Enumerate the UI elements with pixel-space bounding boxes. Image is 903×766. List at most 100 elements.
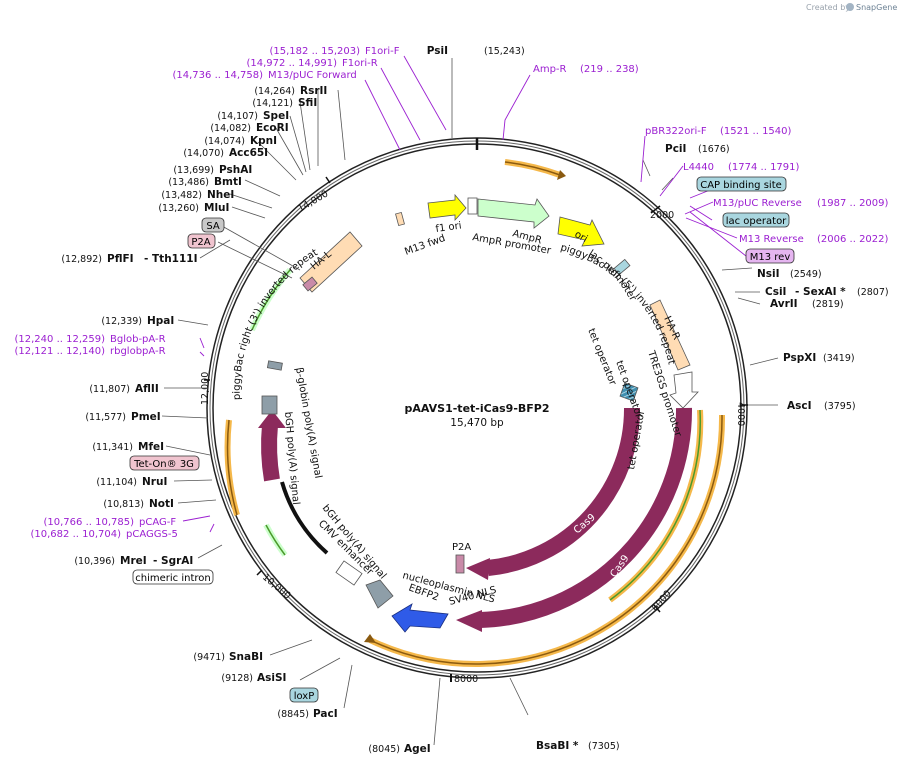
backbone: [206, 137, 748, 679]
p2a-mark: [455, 554, 465, 574]
primer-bglob-pa-r: Bglob-pA-R: [110, 334, 166, 345]
primer-leaders: [182, 55, 747, 533]
enzyme-asci: AscI: [787, 400, 812, 412]
m13-fwd-label: M13 fwd: [403, 233, 447, 258]
enzyme-csii: CsiI: [765, 286, 786, 298]
enzyme-agei-coord: (8045): [368, 744, 400, 755]
enzyme-agei: AgeI: [404, 743, 431, 755]
tet-on-3g-label: Tet-On® 3G: [133, 459, 194, 470]
snapgene-watermark: Created by SnapGene: [806, 3, 897, 12]
tre3gs-arrow: [669, 371, 699, 409]
enzyme-sgrai: - SgrAI: [153, 555, 193, 567]
ha-r-arrow: [649, 299, 691, 371]
enzyme-sexai: - SexAI *: [795, 286, 846, 298]
enzyme-pspxi-coord: (3419): [823, 353, 855, 364]
enzyme-nhei-coord: (13,482): [161, 190, 202, 201]
primer-m13-puc-reverse-coord: (1987 .. 2009): [817, 198, 889, 209]
enzyme-pspxi: PspXI: [783, 352, 816, 364]
center-title: pAAVS1-tet-iCas9-BFP2 15,470 bp: [405, 402, 550, 429]
enzyme-hpai: HpaI: [147, 315, 174, 327]
enzyme-paci: PacI: [313, 708, 338, 720]
enzyme-nrui: NruI: [142, 476, 167, 488]
primer-pcaggs-5-coord: (10,682 .. 10,704): [31, 529, 122, 540]
primer-m13-reverse: M13 Reverse: [739, 234, 804, 245]
enzyme-pmei: PmeI: [131, 411, 161, 423]
lac-operator-box-label: lac operator: [726, 216, 787, 227]
leader-lines: [161, 58, 779, 746]
enzyme-mrei: MreI: [120, 555, 147, 567]
enzyme-asci-coord: (3795): [824, 401, 856, 412]
primer-pbr322ori-f: pBR322ori-F: [645, 126, 707, 137]
primer-rbglobpa-r: rbglobpA-R: [110, 346, 166, 357]
enzyme-pshai: PshAI: [219, 164, 252, 176]
tick-8000: 8000: [454, 674, 478, 685]
primer-f1ori-r: F1ori-R: [342, 58, 378, 69]
enzyme-pcii-coord: (1676): [698, 144, 730, 155]
sa-block: [261, 395, 278, 415]
primer-m13-puc-reverse: M13/pUC Reverse: [713, 198, 802, 209]
primer-labels: (15,182 .. 15,203) F1ori-F (14,972 .. 14…: [15, 46, 889, 540]
primer-bglob-pa-r-coord: (12,240 .. 12,259): [15, 334, 106, 345]
enzyme-snabi: SnaBI: [229, 651, 263, 663]
f1-ori-label: f1 ori: [435, 220, 462, 235]
ticks: 2000 4000 6000 8000 10,000 12,000 14,000: [200, 176, 748, 685]
lac-operator-mark: [613, 258, 631, 276]
enzyme-mfei: MfeI: [138, 441, 164, 453]
m13-rev-label: M13 rev: [750, 252, 791, 263]
boxed-features: CAP binding site lac operator M13 rev SA…: [129, 176, 795, 703]
tick-2000: 2000: [650, 210, 674, 221]
enzyme-nhei: NheI: [207, 189, 234, 201]
enzyme-aflii-coord: (11,807): [89, 384, 130, 395]
enzyme-sexai-coord: (2807): [857, 287, 889, 298]
cas9-inner-head: [466, 558, 490, 580]
tet-on-head: [258, 410, 286, 428]
enzyme-srei-coord: (10,396): [74, 556, 115, 567]
enzyme-pcii: PciI: [665, 143, 686, 155]
primer-l4440: L4440: [683, 162, 714, 173]
enzyme-pmei-coord: (11,577): [85, 412, 126, 423]
enzyme-spei-coord: (14,107): [217, 111, 258, 122]
m13-fwd-mark: [395, 211, 405, 227]
ampr-promoter-mark: [467, 197, 478, 215]
loxp-label: loxP: [294, 691, 315, 702]
primer-m13-forward-coord: (14,736 .. 14,758): [173, 70, 264, 81]
enzyme-rsrii: RsrII: [300, 85, 327, 97]
plasmid-name: pAAVS1-tet-iCas9-BFP2: [405, 402, 550, 415]
cas9-outer-arc: [479, 407, 693, 628]
enzyme-spei: SpeI: [263, 110, 289, 122]
tick-4000: 4000: [735, 402, 746, 426]
enzyme-rsrii-coord: (14,264): [254, 86, 295, 97]
p2a-left-mark: [302, 276, 318, 292]
lac-promoter-label: lac promoter: [586, 248, 638, 304]
primer-l4440-coord: (1774 .. 1791): [728, 162, 800, 173]
tick-14000: 14,000: [296, 188, 330, 214]
p2a-label: P2A: [452, 542, 471, 553]
cas9-inner-arc: [487, 407, 641, 576]
tet-operator-mark: [619, 382, 639, 402]
ebfp2-arrow: [391, 603, 449, 633]
primer-amp-r-coord: (219 .. 238): [580, 64, 639, 75]
small-block: [266, 360, 283, 371]
primer-f1ori-r-coord: (14,972 .. 14,991): [247, 58, 338, 69]
enzyme-snabi-coord: (9471): [193, 652, 225, 663]
enzyme-hpai-coord: (12,339): [101, 316, 142, 327]
enzyme-pflfi: PflFI: [107, 253, 134, 265]
cap-binding-site-label: CAP binding site: [700, 180, 782, 191]
enzyme-asisi-coord: (9128): [221, 673, 253, 684]
enzyme-sfii-coord: (14,121): [252, 98, 293, 109]
enzyme-kpni-coord: (14,074): [204, 136, 245, 147]
enzyme-kpni: KpnI: [250, 135, 277, 147]
enzyme-acc65i: Acc65I: [229, 147, 268, 159]
enzyme-pshai-coord: (13,699): [173, 165, 214, 176]
enzyme-paci-coord: (8845): [277, 709, 309, 720]
chimeric-intron-label: chimeric intron: [135, 573, 210, 584]
watermark-prefix: Created by: [806, 3, 850, 12]
primer-pbr322ori-f-coord: (1521 .. 1540): [720, 126, 792, 137]
enzyme-ecori: EcoRI: [256, 122, 289, 134]
enzyme-labels: PsiI (15,243) PciI (1676) NsiI (2549) Cs…: [61, 45, 888, 755]
enzyme-psii: PsiI: [427, 45, 448, 57]
features: HA-L HA-R Cas9 Cas9: [258, 193, 699, 633]
enzyme-acc65i-coord: (14,070): [183, 148, 224, 159]
enzyme-bmti: BmtI: [214, 176, 242, 188]
